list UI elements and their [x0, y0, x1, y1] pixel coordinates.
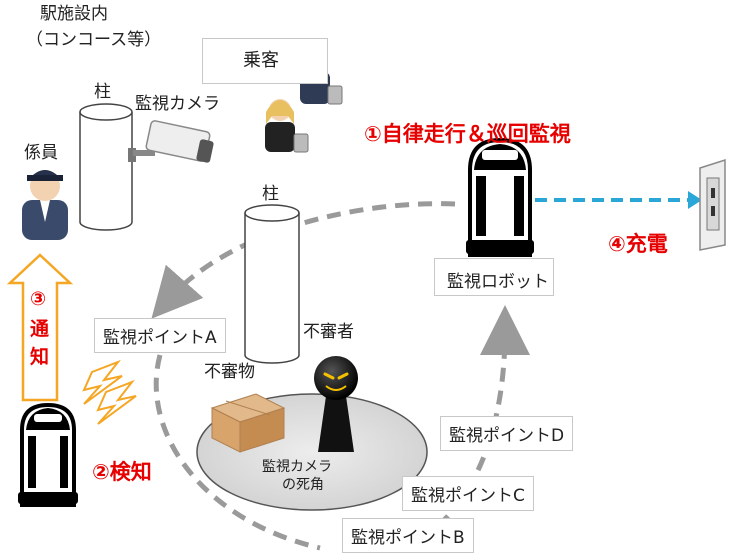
step3-char1: 通 [30, 318, 50, 340]
point-d-box: 監視ポイントD [440, 416, 574, 451]
suspicious-object-label: 不審物 [204, 362, 255, 382]
blind-spot-label-line1: 監視カメラ [262, 459, 332, 475]
step1-label: ①自律走行＆巡回監視 [364, 122, 571, 146]
notify-arrow [6, 253, 74, 402]
pillar-center-label: 柱 [262, 184, 279, 204]
suspicious-person-icon [314, 356, 358, 452]
patrol-robot-graphic [466, 137, 534, 257]
step3-char2: 知 [30, 346, 50, 368]
point-b-box: 監視ポイントB [342, 518, 474, 553]
detecting-robot-graphic [18, 402, 78, 507]
point-a-label: 監視ポイントA [103, 328, 217, 348]
point-b-label: 監視ポイントB [351, 528, 465, 548]
alert-lightning-icon [82, 359, 137, 425]
staff-label: 係員 [24, 143, 58, 163]
camera-label: 監視カメラ [135, 94, 220, 114]
cardboard-box-icon [210, 393, 286, 453]
blind-spot-label-line2: の死角 [282, 477, 324, 493]
point-c-label: 監視ポイントC [411, 486, 525, 506]
station-label-line1: 駅施設内 [40, 4, 108, 24]
passenger-woman-icon [265, 99, 309, 153]
point-a-box: 監視ポイントA [94, 318, 226, 353]
pillar-center-graphic [244, 204, 300, 364]
step3-number: ③ [30, 288, 47, 310]
surveillance-camera-icon [128, 120, 214, 163]
pillar-top-label: 柱 [94, 82, 111, 102]
wall-outlet-icon [699, 158, 726, 251]
point-c-box: 監視ポイントC [402, 476, 534, 511]
step2-label: ②検知 [92, 460, 152, 484]
pillar-top-graphic [79, 103, 133, 231]
passenger-label-box: 乗客 [202, 38, 328, 84]
staff-person-icon [22, 170, 68, 240]
passenger-label: 乗客 [243, 50, 279, 71]
robot-label-box: 監視ロボット [434, 258, 554, 296]
robot-label: 監視ロボット [447, 272, 549, 292]
point-d-label: 監視ポイントD [449, 426, 565, 446]
station-label-line2: （コンコース等） [26, 30, 162, 50]
suspicious-person-label: 不審者 [303, 322, 354, 342]
step4-label: ④充電 [608, 232, 668, 256]
charge-arrowhead [688, 191, 702, 209]
